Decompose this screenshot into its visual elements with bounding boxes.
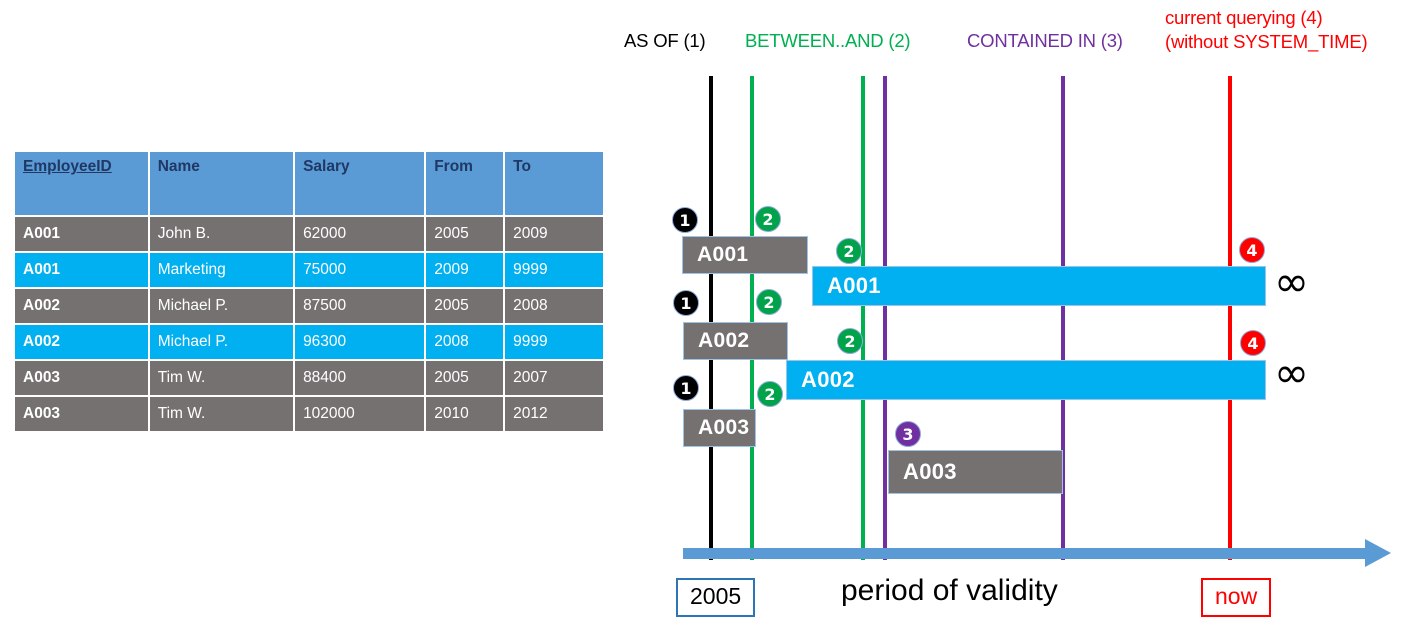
timeline-bar-label: A002 xyxy=(698,329,750,352)
timeline-bar-label: A003 xyxy=(903,459,957,484)
cell-name: Michael P. xyxy=(149,288,294,324)
cell-name: Marketing xyxy=(149,252,294,287)
column-header-salary: Salary xyxy=(295,152,425,215)
cell-to: 2009 xyxy=(505,216,603,251)
cell-salary: 102000 xyxy=(295,397,425,432)
timeline-bar-a001-current: A001 xyxy=(812,266,1266,306)
query-line-as-of xyxy=(709,76,713,560)
table-row: A001 Marketing 75000 2009 9999 xyxy=(15,252,603,287)
cell-to: 9999 xyxy=(505,325,603,360)
badge-between-a001-left[interactable]: 2 xyxy=(755,206,781,232)
cell-name: Michael P. xyxy=(149,325,294,360)
cell-to: 2012 xyxy=(505,397,603,432)
cell-name: Tim W. xyxy=(149,397,294,432)
timeline-bar-label: A001 xyxy=(827,273,881,298)
table-row: A002 Michael P. 96300 2008 9999 xyxy=(15,325,603,360)
query-line-between-start xyxy=(750,76,754,560)
axis-start-label: 2005 xyxy=(676,578,756,617)
badge-contained-a003[interactable]: 3 xyxy=(895,421,921,447)
cell-salary: 87500 xyxy=(295,288,425,324)
cell-employeeid: A001 xyxy=(15,216,148,251)
cell-employeeid: A001 xyxy=(15,252,148,287)
badge-between-a002-right[interactable]: 2 xyxy=(837,328,863,354)
cell-from: 2005 xyxy=(426,361,504,396)
query-line-contained-end xyxy=(1061,76,1065,560)
timeline-bar-label: A001 xyxy=(697,243,749,266)
cell-from: 2009 xyxy=(426,252,504,287)
cell-to: 2007 xyxy=(505,361,603,396)
column-header-from: From xyxy=(426,152,504,215)
cell-employeeid: A003 xyxy=(15,361,148,396)
cell-salary: 75000 xyxy=(295,252,425,287)
badge-current-a001[interactable]: 4 xyxy=(1239,237,1265,263)
table-row: A003 Tim W. 102000 2010 2012 xyxy=(15,397,603,432)
cell-salary: 62000 xyxy=(295,216,425,251)
timeline-arrow-icon xyxy=(1365,539,1391,567)
axis-now-label: now xyxy=(1201,578,1272,617)
badge-between-a002-left[interactable]: 2 xyxy=(756,289,782,315)
table-row: A003 Tim W. 88400 2005 2007 xyxy=(15,361,603,396)
cell-employeeid: A003 xyxy=(15,397,148,432)
column-header-to: To xyxy=(505,152,603,215)
column-header-name: Name xyxy=(149,152,294,215)
timeline-bar-label: A003 xyxy=(698,416,750,439)
cell-to: 9999 xyxy=(505,252,603,287)
timeline-bar-a003-second: A003 xyxy=(888,450,1063,494)
cell-from: 2008 xyxy=(426,325,504,360)
employee-history-table: EmployeeID Name Salary From To A001 John… xyxy=(13,150,605,433)
query-line-contained-start xyxy=(883,76,887,560)
axis-caption: period of validity xyxy=(841,574,1058,607)
badge-as-of-a001[interactable]: 1 xyxy=(672,207,698,233)
timeline-bar-a002-current: A002 xyxy=(786,360,1266,400)
cell-salary: 96300 xyxy=(295,325,425,360)
badge-between-a003[interactable]: 2 xyxy=(757,381,783,407)
cell-employeeid: A002 xyxy=(15,288,148,324)
badge-as-of-a003[interactable]: 1 xyxy=(673,375,699,401)
column-header-employeeid: EmployeeID xyxy=(15,152,148,215)
cell-from: 2005 xyxy=(426,216,504,251)
legend-current-querying: current querying (4) (without SYSTEM_TIM… xyxy=(1165,6,1368,53)
legend-as-of: AS OF (1) xyxy=(624,30,706,51)
infinity-icon-a001: ∞ xyxy=(1274,257,1309,306)
timeline-bar-a001-historical: A001 xyxy=(682,236,808,274)
query-line-between-end xyxy=(861,76,865,560)
timeline-bar-a002-historical: A002 xyxy=(683,322,788,360)
timeline-bar-label: A002 xyxy=(801,367,855,392)
cell-from: 2005 xyxy=(426,288,504,324)
timeline-bar-a003-first: A003 xyxy=(683,409,756,447)
infinity-icon-a002: ∞ xyxy=(1274,348,1309,397)
badge-current-a002[interactable]: 4 xyxy=(1240,330,1266,356)
table-header-row: EmployeeID Name Salary From To xyxy=(15,152,603,215)
cell-from: 2010 xyxy=(426,397,504,432)
query-line-now xyxy=(1228,76,1232,560)
cell-salary: 88400 xyxy=(295,361,425,396)
legend-current-line2: (without SYSTEM_TIME) xyxy=(1165,30,1368,52)
cell-name: John B. xyxy=(149,216,294,251)
legend-contained-in: CONTAINED IN (3) xyxy=(967,30,1123,51)
legend-current-line1: current querying (4) xyxy=(1165,7,1323,28)
cell-name: Tim W. xyxy=(149,361,294,396)
table-row: A002 Michael P. 87500 2005 2008 xyxy=(15,288,603,324)
table-row: A001 John B. 62000 2005 2009 xyxy=(15,216,603,251)
badge-between-a001-right[interactable]: 2 xyxy=(836,238,862,264)
timeline-axis xyxy=(683,548,1369,559)
cell-employeeid: A002 xyxy=(15,325,148,360)
badge-as-of-a002[interactable]: 1 xyxy=(673,290,699,316)
cell-to: 2008 xyxy=(505,288,603,324)
legend-between-and: BETWEEN..AND (2) xyxy=(745,30,911,51)
